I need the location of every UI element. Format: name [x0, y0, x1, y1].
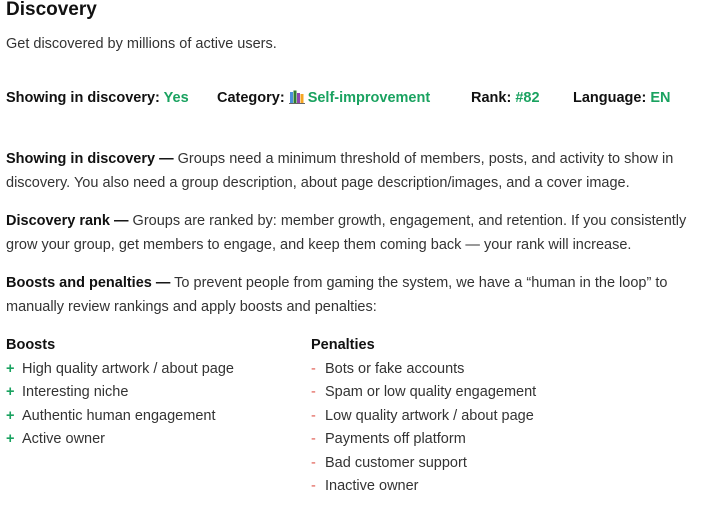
category-label: Category: — [217, 90, 285, 106]
boost-item-text: High quality artwork / about page — [22, 360, 234, 377]
rank-section-heading: Discovery rank — — [6, 213, 129, 229]
category-status: Category: Self-improvement — [217, 89, 430, 107]
list-item: -Low quality artwork / about page — [311, 405, 536, 429]
plus-marker: + — [6, 407, 15, 424]
penalty-item-text: Inactive owner — [325, 478, 419, 494]
rank-section-body: Groups are ranked by: member growth, eng… — [6, 213, 687, 253]
penalty-item-text: Bots or fake accounts — [325, 360, 465, 377]
boosts-penalties-body: To prevent people from gaming the system… — [6, 275, 668, 315]
boosts-column: Boosts + High quality artwork / about pag… — [6, 334, 234, 452]
penalty-item-text: Bad customer support — [325, 454, 467, 471]
boost-item-text: Authentic human engagement — [22, 407, 216, 424]
minus-marker: - — [311, 407, 316, 424]
list-item: -Spam or low quality engagement — [311, 381, 536, 405]
rank-label: Rank: — [471, 90, 512, 106]
rank-status: Rank: #82 — [471, 89, 540, 107]
list-item: + Active owner — [6, 428, 234, 452]
minus-marker: - — [311, 431, 316, 447]
penalty-item-text: Spam or low quality engagement — [325, 384, 537, 400]
plus-marker: + — [6, 360, 15, 377]
language-status: Language: EN — [573, 89, 671, 107]
rank-section: Discovery rank — Groups are ranked by: m… — [6, 209, 718, 257]
plus-marker: + — [6, 384, 15, 400]
boosts-penalties-heading: Boosts and penalties — — [6, 275, 171, 291]
minus-marker: - — [311, 478, 316, 494]
boost-item-text: Active owner — [22, 431, 106, 447]
boost-item-text: Interesting niche — [22, 384, 129, 400]
boosts-list: + High quality artwork / about page + Inte… — [6, 358, 234, 452]
showing-section: Showing in discovery — Groups need a min… — [6, 147, 718, 195]
showing-status: Showing in discovery: Yes — [6, 89, 189, 107]
list-item: -Payments off platform — [311, 428, 536, 452]
penalties-list: -Bots or fake accounts -Spam or low qual… — [311, 358, 536, 499]
list-item: -Bots or fake accounts — [311, 358, 536, 382]
showing-section-body: Groups need a minimum threshold of membe… — [6, 151, 674, 191]
list-item: + Authentic human engagement — [6, 405, 234, 429]
page-subtitle: Get discovered by millions of active use… — [6, 36, 277, 52]
boosts-penalties-section: Boosts and penalties — To prevent people… — [6, 271, 718, 319]
page-title: Discovery — [6, 0, 97, 20]
plus-marker: + — [6, 431, 15, 447]
showing-status-value: Yes — [163, 90, 189, 106]
list-item: + Interesting niche — [6, 381, 234, 405]
penalties-column: Penalties -Bots or fake accounts -Spam o… — [311, 334, 536, 499]
showing-status-label: Showing in discovery: — [6, 90, 160, 106]
minus-marker: - — [311, 454, 316, 471]
list-item: -Inactive owner — [311, 475, 536, 499]
rank-value: #82 — [515, 90, 540, 106]
boosts-heading: Boosts — [6, 337, 56, 353]
language-value: EN — [650, 90, 671, 106]
books-icon — [288, 90, 305, 104]
minus-marker: - — [311, 360, 316, 377]
penalty-item-text: Payments off platform — [325, 431, 466, 447]
penalty-item-text: Low quality artwork / about page — [325, 407, 534, 424]
minus-marker: - — [311, 384, 316, 400]
list-item: + High quality artwork / about page — [6, 358, 234, 382]
category-value: Self-improvement — [307, 90, 431, 106]
showing-section-heading: Showing in discovery — — [6, 151, 174, 167]
list-item: -Bad customer support — [311, 452, 536, 476]
language-label: Language: — [573, 90, 647, 106]
penalties-heading: Penalties — [311, 337, 375, 353]
